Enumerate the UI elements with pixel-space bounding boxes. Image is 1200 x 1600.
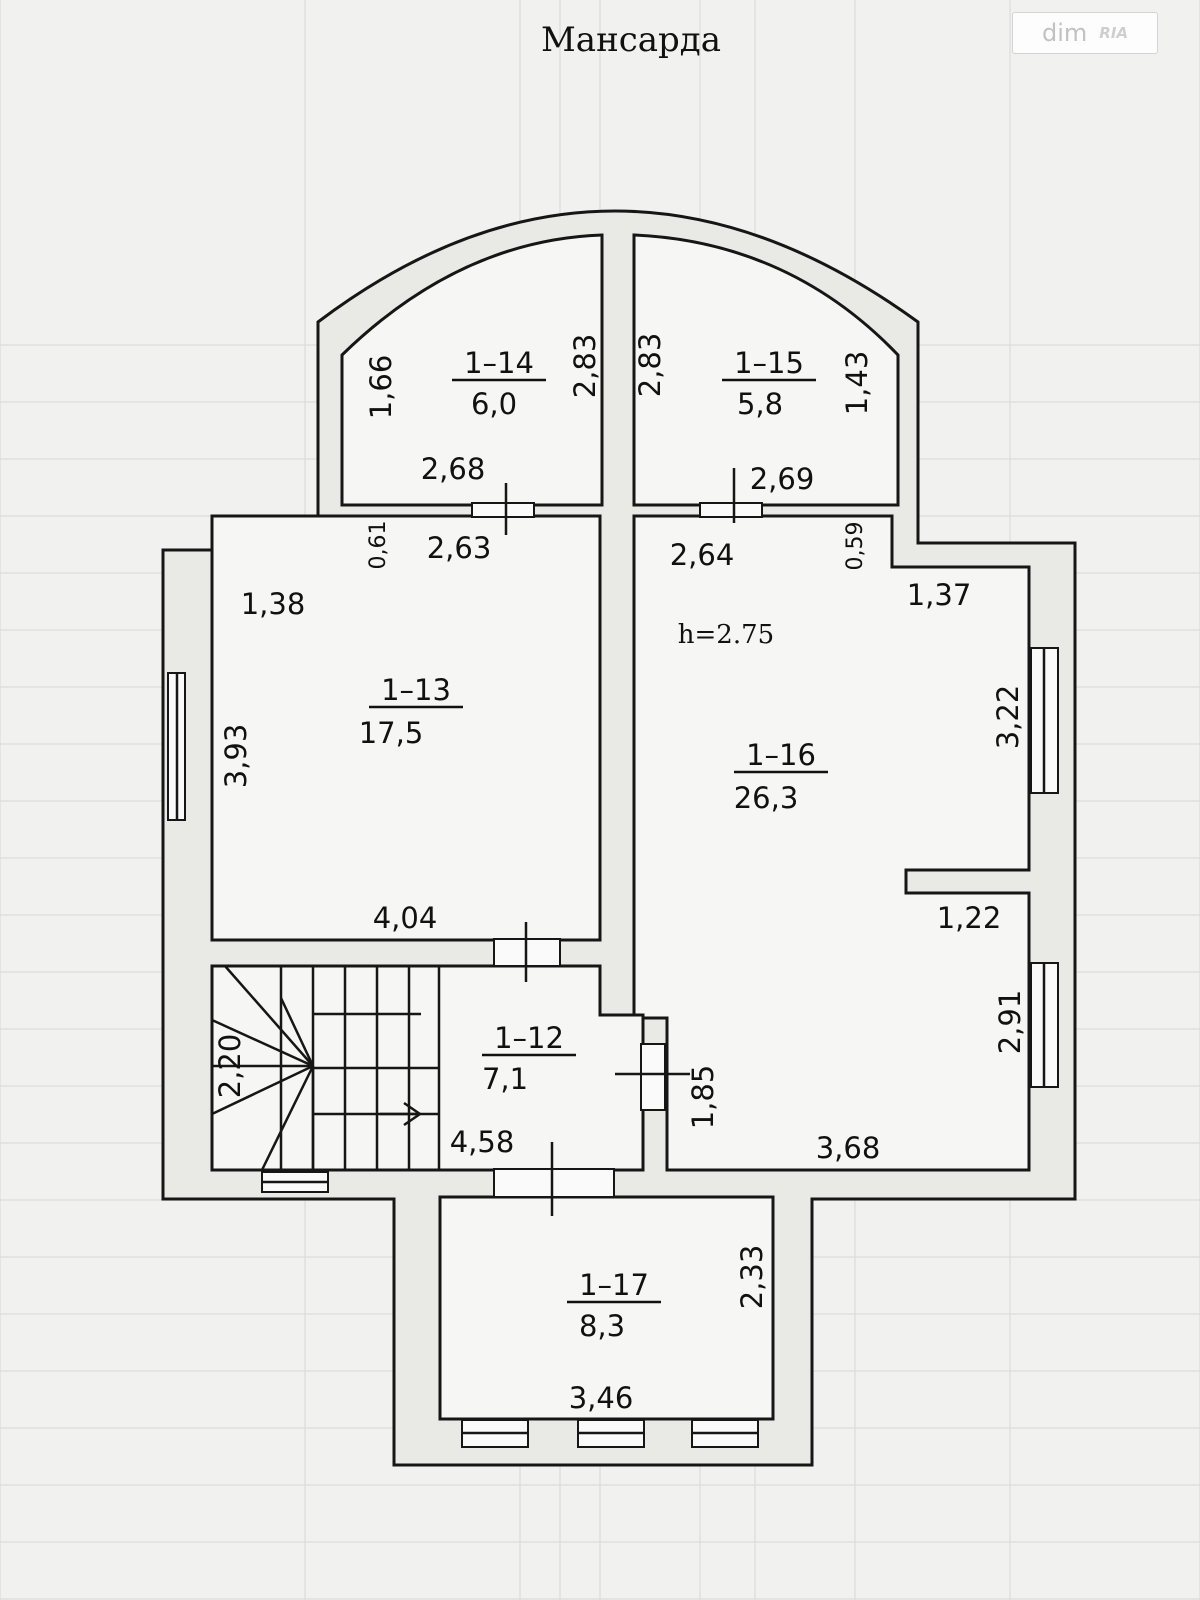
dim-r17-right: 2,33: [735, 1245, 769, 1310]
room-1-16-id: 1–16: [746, 738, 816, 772]
dim-r16-top: 2,64: [670, 538, 735, 572]
room-1-15-outline: [632, 233, 900, 507]
watermark-ria: RIA: [1099, 24, 1129, 42]
dim-r14-left: 1,66: [364, 355, 398, 420]
room-1-15-area: 5,8: [737, 387, 783, 421]
dim-r13-corner: 1,38: [241, 587, 306, 621]
dim-r16-notch: 1,22: [937, 901, 1002, 935]
room-1-17-outline: [438, 1195, 775, 1421]
dim-r16-bottom: 3,68: [816, 1131, 881, 1165]
room-1-14-id: 1–14: [464, 346, 534, 380]
dim-r12-bottom: 4,58: [450, 1125, 515, 1159]
dim-r13-top: 2,63: [427, 531, 492, 565]
height-note: h=2.75: [678, 620, 774, 650]
door-1-15: [699, 468, 763, 523]
door-1-14: [471, 483, 535, 535]
room-1-14-area: 6,0: [471, 387, 517, 421]
room-1-15-id: 1–15: [734, 346, 804, 380]
dim-r13-left: 3,93: [219, 724, 253, 789]
windows: [167, 647, 1059, 1448]
dim-r12-right: 1,85: [686, 1065, 720, 1130]
dim-r13-jog: 0,61: [366, 521, 391, 570]
dim-r16-right-upper: 3,22: [991, 685, 1025, 750]
plan-title: Мансарда: [540, 20, 722, 60]
dim-r15-bottom: 2,69: [750, 462, 815, 496]
room-1-13-outline: [210, 514, 602, 942]
room-1-14-outline: [340, 233, 604, 507]
watermark-dim: dim: [1041, 19, 1088, 47]
dim-r15-right: 1,43: [840, 351, 874, 416]
dim-r14-bottom: 2,68: [421, 452, 486, 486]
staircase: [211, 965, 441, 1171]
dim-r16-jog: 0,59: [843, 522, 868, 571]
room-1-13-area: 17,5: [359, 716, 424, 750]
dim-r17-bottom: 3,46: [569, 1381, 634, 1415]
room-1-13-id: 1–13: [381, 673, 451, 707]
dim-r13-bottom: 4,04: [373, 901, 438, 935]
watermark-logo: dim RIA: [1012, 12, 1158, 54]
door-1-13: [493, 922, 561, 982]
room-1-16-area: 26,3: [734, 781, 799, 815]
room-1-17-id: 1–17: [579, 1268, 649, 1302]
door-1-16: [615, 1043, 690, 1111]
room-1-17-area: 8,3: [579, 1309, 625, 1343]
dim-r15-left: 2,83: [633, 333, 667, 398]
room-1-12-area: 7,1: [482, 1062, 528, 1096]
dim-r14-right: 2,83: [568, 334, 602, 399]
door-1-17: [493, 1142, 615, 1216]
dim-r16-corner: 1,37: [907, 578, 972, 612]
dim-r16-right-lower: 2,91: [993, 990, 1027, 1055]
dim-r12-stair: 2,20: [213, 1034, 247, 1099]
room-1-16-outline: [632, 514, 1031, 1172]
room-1-12-id: 1–12: [494, 1021, 564, 1055]
